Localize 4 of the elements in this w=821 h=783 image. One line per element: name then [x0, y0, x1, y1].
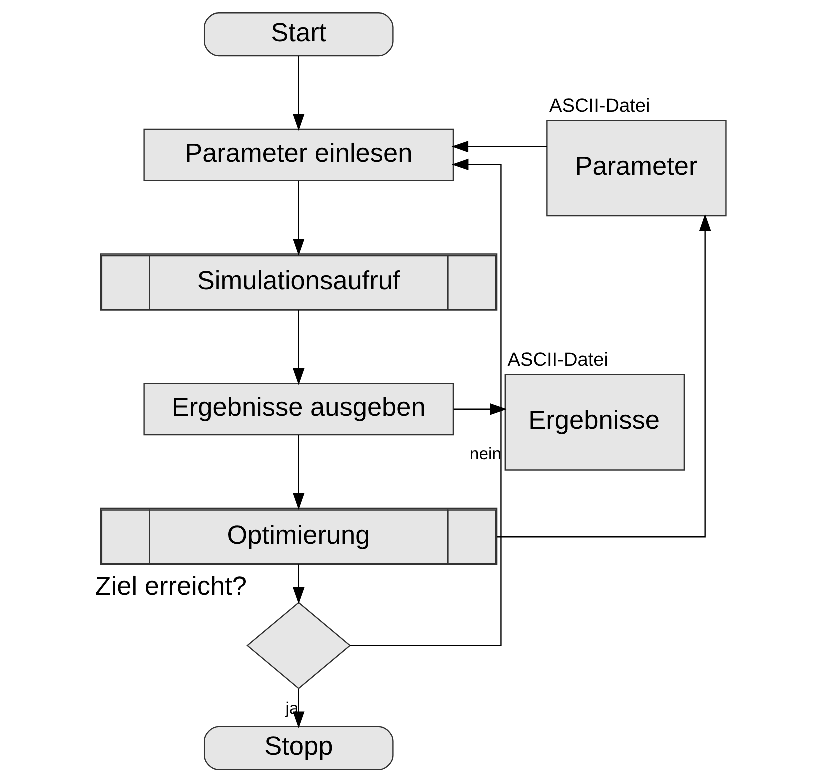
node-label: Ziel erreicht? — [95, 571, 248, 602]
edge-label: nein — [470, 444, 502, 464]
node-label: ASCII-Datei — [508, 350, 609, 372]
node-label: ASCII-Datei — [550, 96, 650, 117]
